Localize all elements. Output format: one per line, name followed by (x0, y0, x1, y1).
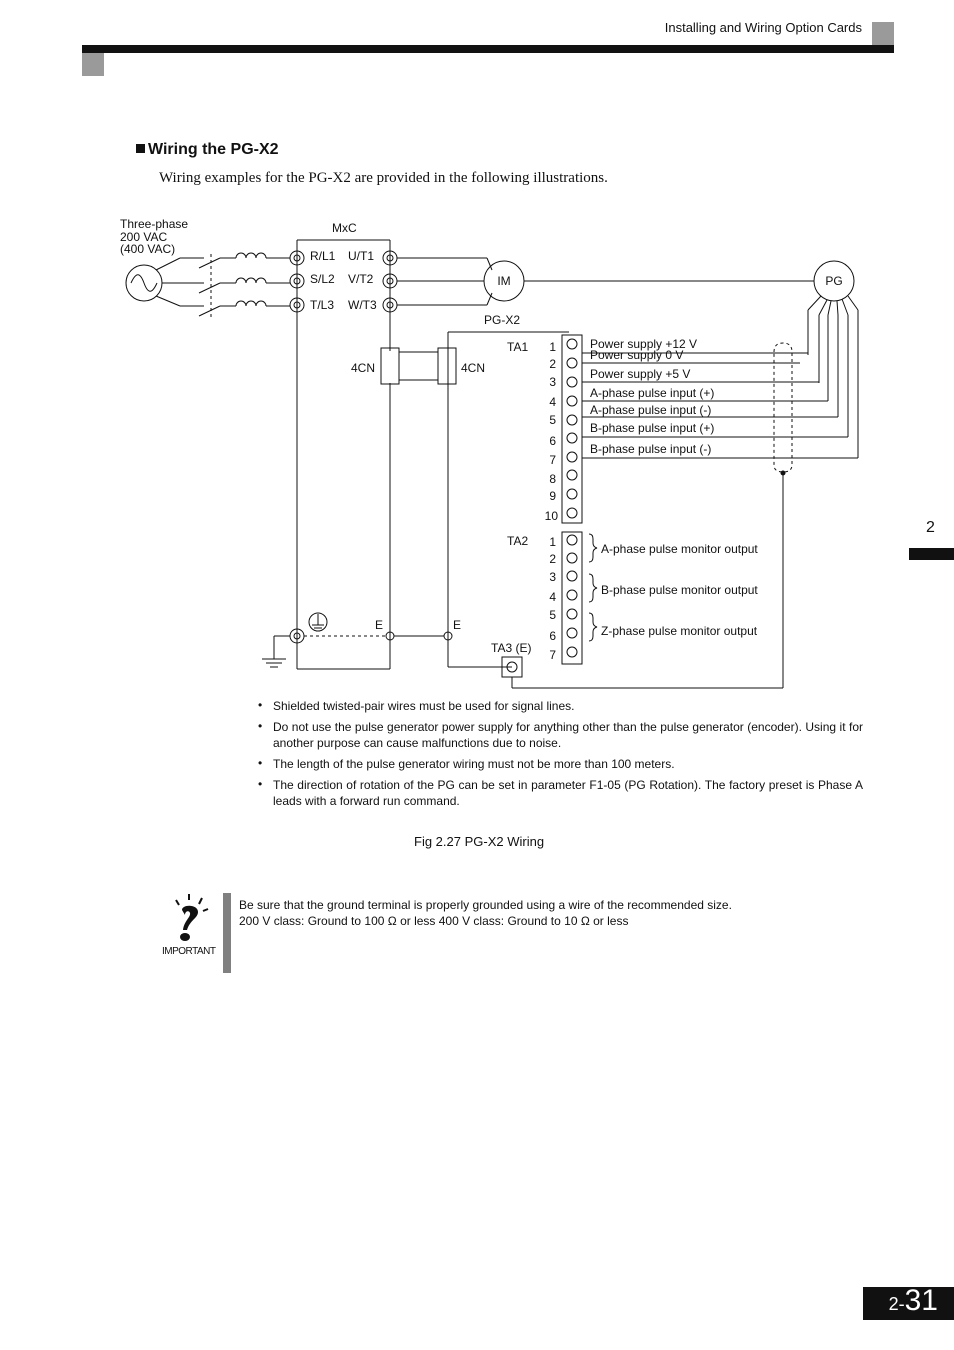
terminal-s-l2: S/L2 (310, 272, 335, 286)
mxc-label: MxC (332, 221, 357, 235)
svg-text:1: 1 (549, 340, 556, 354)
svg-text:1: 1 (549, 535, 556, 549)
svg-text:7: 7 (549, 453, 556, 467)
svg-text:4: 4 (549, 395, 556, 409)
header-marker (872, 22, 894, 46)
svg-text:B-phase pulse monitor output: B-phase pulse monitor output (601, 583, 758, 597)
ta1-terminals (566, 338, 578, 519)
chapter-tab-bar (909, 548, 954, 560)
svg-text:Power supply +12 V: Power supply +12 V (590, 337, 697, 351)
important-icon (175, 894, 209, 941)
svg-text:Z-phase pulse monitor output: Z-phase pulse monitor output (601, 624, 758, 638)
svg-text:A-phase pulse input (+): A-phase pulse input (+) (590, 386, 714, 400)
important-label: IMPORTANT (162, 946, 216, 957)
terminal-r-l1: R/L1 (310, 249, 336, 263)
important-line-1: Be sure that the ground terminal is prop… (239, 898, 732, 912)
ta1-label: TA1 (507, 340, 528, 354)
motor-label: IM (497, 274, 510, 288)
intro-paragraph: Wiring examples for the PG-X2 are provid… (159, 170, 608, 186)
reactor-icon (235, 252, 290, 307)
chapter-tab-number: 2 (926, 519, 935, 536)
terminal-v-t2: V/T2 (348, 272, 374, 286)
note-item: •The direction of rotation of the PG can… (258, 777, 863, 808)
svg-text:Power supply +5 V: Power supply +5 V (590, 367, 690, 381)
important-bar (223, 893, 231, 973)
ta2-terminals (566, 534, 578, 658)
svg-text:3: 3 (549, 375, 556, 389)
shield-icon (773, 342, 793, 473)
svg-text:5: 5 (549, 608, 556, 622)
monitor-output-labels: A-phase pulse monitor output B-phase pul… (601, 542, 758, 638)
svg-text:7: 7 (549, 648, 556, 662)
header-rule (82, 45, 894, 53)
svg-text:4: 4 (549, 590, 556, 604)
supply-label-1: Three-phase (120, 217, 188, 231)
ta2-block (561, 531, 583, 665)
svg-text:6: 6 (549, 629, 556, 643)
page-number-value: 31 (904, 1284, 938, 1317)
ta1-pin-numbers: 1 2 3 4 5 6 7 8 9 10 (545, 340, 559, 523)
note-item: •Do not use the pulse generator power su… (258, 719, 863, 750)
ground-right-label: E (453, 618, 461, 632)
card-label: PG-X2 (484, 313, 520, 327)
page-prefix: 2- (888, 1294, 905, 1314)
notes-list: •Shielded twisted-pair wires must be use… (258, 698, 863, 814)
ta3-label: TA3 (E) (491, 641, 531, 655)
connector-left-label: 4CN (351, 361, 375, 375)
ta1-block (561, 334, 583, 524)
svg-text:2: 2 (549, 552, 556, 566)
figure-caption: Fig 2.27 PG-X2 Wiring (414, 834, 545, 849)
input-terminals (289, 250, 305, 313)
note-item: •The length of the pulse generator wirin… (258, 756, 675, 771)
note-item: •Shielded twisted-pair wires must be use… (258, 698, 575, 713)
svg-text:8: 8 (549, 472, 556, 486)
encoder-label: PG (825, 274, 842, 288)
svg-text:10: 10 (545, 509, 559, 523)
section-title: Wiring the PG-X2 (136, 141, 279, 159)
ground-left-label: E (375, 618, 383, 632)
terminal-w-t3: W/T3 (348, 298, 377, 312)
running-header: Installing and Wiring Option Cards (664, 20, 862, 35)
section-title-text: Wiring the PG-X2 (148, 141, 279, 158)
svg-text:A-phase pulse monitor output: A-phase pulse monitor output (601, 542, 758, 556)
header-left-marker (82, 53, 104, 76)
svg-text:6: 6 (549, 434, 556, 448)
ta1-signal-labels: Power supply +12 V Power supply 0 V Powe… (590, 337, 714, 456)
connector-right-label: 4CN (461, 361, 485, 375)
svg-text:2: 2 (549, 357, 556, 371)
page-number: 2-31 (863, 1284, 954, 1320)
important-line-2: 200 V class: Ground to 100 Ω or less 400… (239, 914, 629, 928)
svg-text:5: 5 (549, 413, 556, 427)
wiring-diagram: Three-phase 200 VAC (400 VAC) MxC (120, 217, 859, 689)
square-bullet-icon (136, 144, 145, 153)
breaker-icon (180, 254, 236, 318)
ta2-pin-numbers: 1 2 3 4 5 6 7 (549, 535, 556, 662)
terminal-u-t1: U/T1 (348, 249, 374, 263)
supply-label-2: 200 VAC (120, 230, 167, 244)
svg-text:B-phase pulse input (-): B-phase pulse input (-) (590, 442, 711, 456)
supply-label-3: (400 VAC) (120, 242, 175, 256)
svg-text:9: 9 (549, 489, 556, 503)
important-text: Be sure that the ground terminal is prop… (239, 897, 732, 929)
ta2-label: TA2 (507, 534, 528, 548)
encoder-icon (813, 260, 855, 302)
svg-text:Power supply 0 V: Power supply 0 V (590, 348, 683, 362)
svg-text:B-phase pulse input (+): B-phase pulse input (+) (590, 421, 714, 435)
ac-source-icon (125, 257, 181, 307)
terminal-t-l3: T/L3 (310, 298, 334, 312)
svg-text:3: 3 (549, 570, 556, 584)
svg-text:A-phase pulse input (-): A-phase pulse input (-) (590, 403, 711, 417)
